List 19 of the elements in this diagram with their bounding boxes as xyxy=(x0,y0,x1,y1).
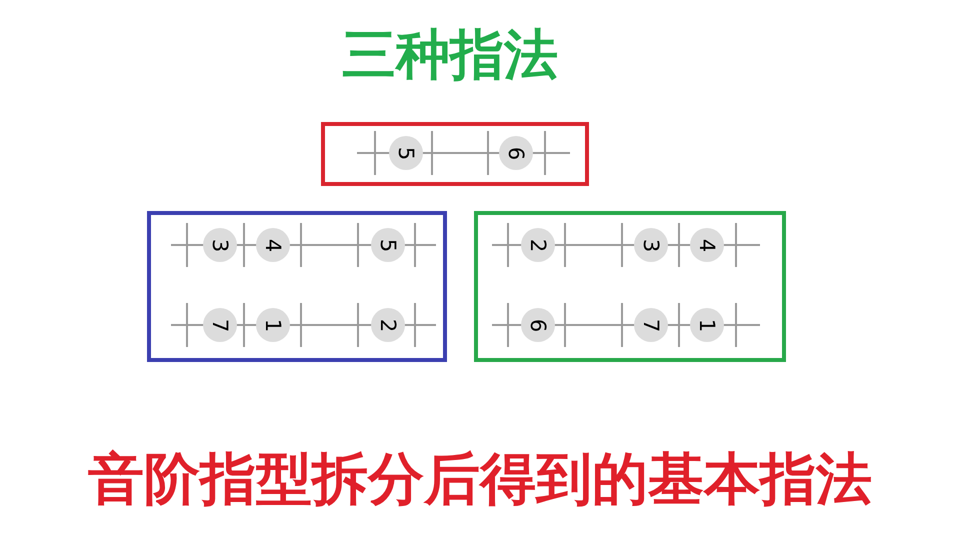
note-number: 1 xyxy=(262,318,284,332)
note-number: 7 xyxy=(210,318,230,332)
fingering-box xyxy=(147,211,447,362)
note-number: 5 xyxy=(396,146,416,160)
note-number: 1 xyxy=(696,318,718,332)
note-number: 6 xyxy=(506,146,526,160)
note-number: 5 xyxy=(378,238,398,252)
note-number: 3 xyxy=(640,238,662,252)
note-number: 7 xyxy=(640,318,662,332)
caption: 音阶指型拆分后得到的基本指法 xyxy=(87,452,873,508)
note-number: 2 xyxy=(528,238,548,252)
note-number: 2 xyxy=(378,318,398,332)
note-number: 6 xyxy=(528,318,548,332)
note-number: 4 xyxy=(696,238,718,252)
title: 三种指法 xyxy=(341,28,559,82)
fingering-box xyxy=(321,122,589,186)
note-number: 3 xyxy=(210,238,230,252)
note-number: 4 xyxy=(262,238,284,252)
fingering-box xyxy=(474,211,786,362)
